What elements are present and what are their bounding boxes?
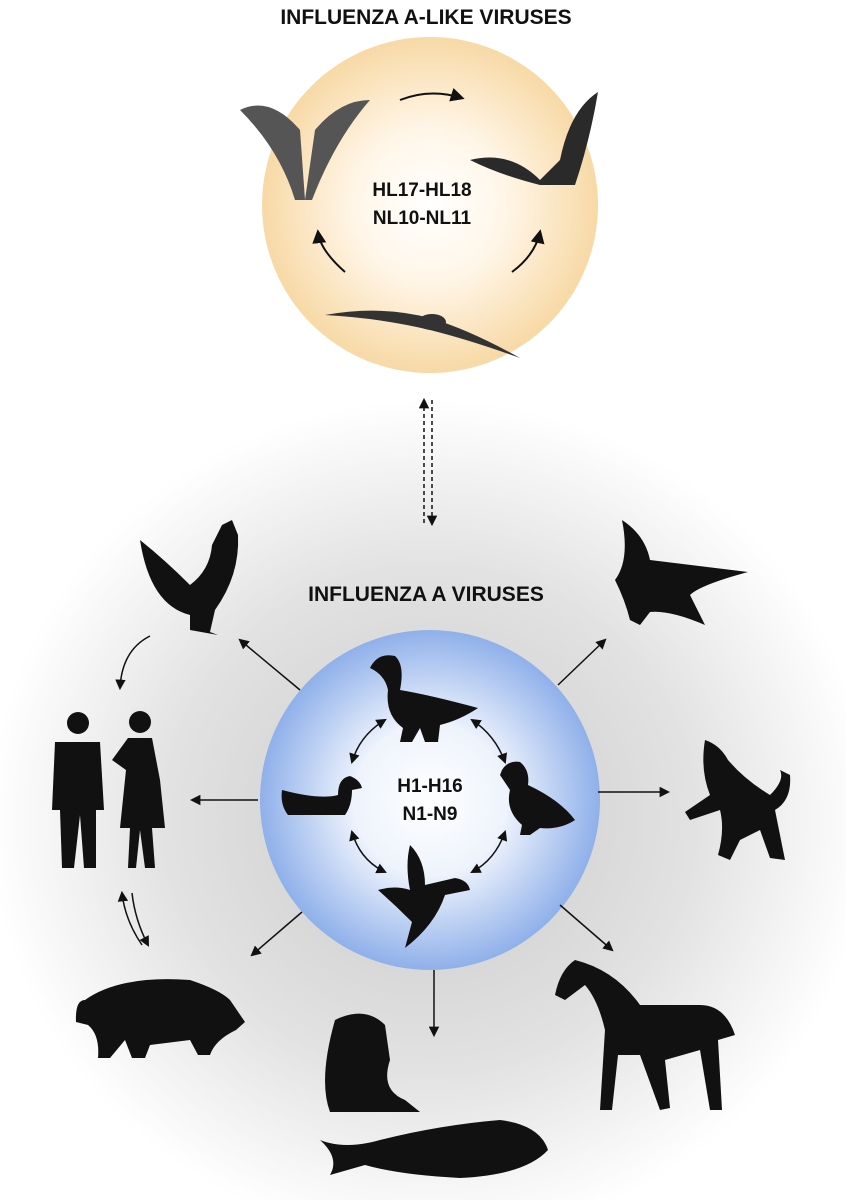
- duck-circle: [260, 630, 600, 970]
- bottom-label-n: N1-N9: [403, 804, 458, 825]
- bat-icon: [470, 92, 598, 185]
- bat-icon: [325, 310, 520, 358]
- duckling-icon: [500, 761, 575, 835]
- walrus-icon: [325, 1013, 420, 1112]
- chicken-icon: [140, 520, 239, 635]
- duck-standing-icon: [370, 655, 478, 742]
- duck-flying-icon: [378, 845, 470, 948]
- top-label-h: HL17-HL18: [372, 180, 471, 201]
- whale-icon: [320, 1120, 548, 1178]
- human-icon: [52, 711, 165, 868]
- crow-icon: [615, 520, 748, 625]
- top-label-n: NL10-NL11: [373, 208, 472, 229]
- horse-icon: [555, 960, 735, 1110]
- top-title: INFLUENZA A-LIKE VIRUSES: [280, 6, 571, 29]
- pig-icon: [75, 979, 245, 1058]
- duck-cycle-arrows: [349, 718, 508, 874]
- transmission-arrows: [115, 635, 671, 1038]
- bat-cycle-arrows: [312, 87, 545, 273]
- bottom-label-h: H1-H16: [397, 776, 462, 797]
- bat-icon: [240, 100, 370, 200]
- bottom-title: INFLUENZA A VIRUSES: [308, 583, 544, 606]
- dog-icon: [685, 740, 791, 860]
- duck-swimming-icon: [281, 776, 362, 815]
